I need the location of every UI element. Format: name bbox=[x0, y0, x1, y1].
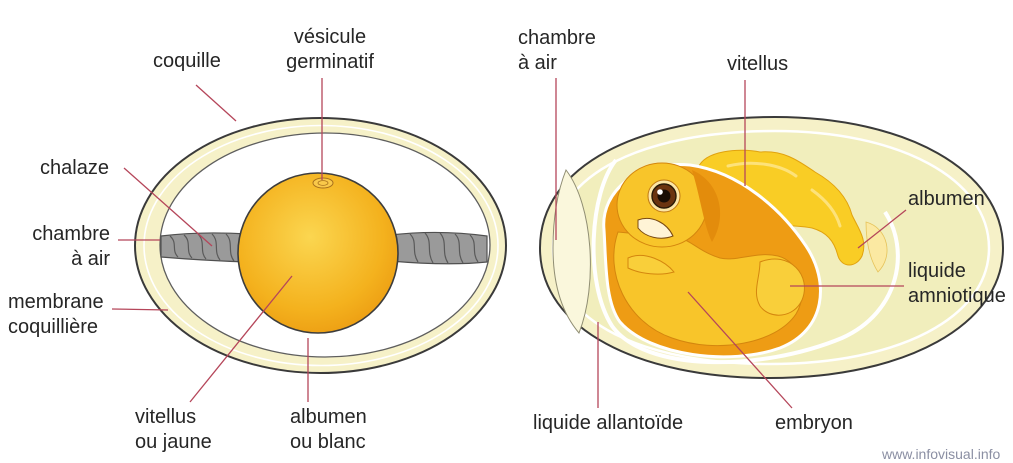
label-amniotic-fluid-line2: amniotique bbox=[908, 284, 1006, 309]
label-shell-membrane-line1: membrane bbox=[8, 290, 104, 315]
label-embryo: embryon bbox=[775, 411, 853, 436]
label-germinal-vesicle-line1: vésicule bbox=[270, 25, 390, 50]
label-germinal-vesicle-line2: germinatif bbox=[270, 50, 390, 75]
label-yolk-line1: vitellus bbox=[135, 405, 212, 430]
label-germinal-vesicle: vésicule germinatif bbox=[270, 25, 390, 75]
label-air-chamber-left-line2: à air bbox=[10, 247, 110, 272]
embryo-eye-highlight bbox=[657, 189, 663, 195]
label-shell: coquille bbox=[153, 49, 221, 74]
germinal-vesicle bbox=[313, 178, 333, 188]
label-amniotic-fluid: liquide amniotique bbox=[908, 259, 1006, 309]
yolk bbox=[238, 173, 398, 333]
label-albumen-left: albumen ou blanc bbox=[290, 405, 367, 455]
label-air-chamber-right: chambre à air bbox=[518, 26, 596, 76]
label-vitellus: vitellus bbox=[727, 52, 788, 77]
label-albumen-left-line1: albumen bbox=[290, 405, 367, 430]
label-yolk-line2: ou jaune bbox=[135, 430, 212, 455]
label-air-chamber-left: chambre à air bbox=[10, 222, 110, 272]
chalaza-left bbox=[161, 233, 248, 262]
label-amniotic-fluid-line1: liquide bbox=[908, 259, 1006, 284]
label-air-chamber-right-line2: à air bbox=[518, 51, 596, 76]
leader-line-shell bbox=[196, 85, 236, 121]
label-allantoic-fluid: liquide allantoïde bbox=[533, 411, 683, 436]
label-chalaza: chalaze bbox=[40, 156, 109, 181]
label-albumen-left-line2: ou blanc bbox=[290, 430, 367, 455]
left-egg bbox=[135, 118, 506, 373]
watermark: www.infovisual.info bbox=[882, 447, 1000, 461]
label-yolk: vitellus ou jaune bbox=[135, 405, 212, 455]
label-air-chamber-right-line1: chambre bbox=[518, 26, 596, 51]
right-egg bbox=[540, 117, 1003, 378]
chalaza-right bbox=[390, 232, 487, 263]
label-shell-membrane-line2: coquillière bbox=[8, 315, 104, 340]
label-albumen-right: albumen bbox=[908, 187, 985, 212]
label-shell-membrane: membrane coquillière bbox=[8, 290, 104, 340]
label-air-chamber-left-line1: chambre bbox=[10, 222, 110, 247]
